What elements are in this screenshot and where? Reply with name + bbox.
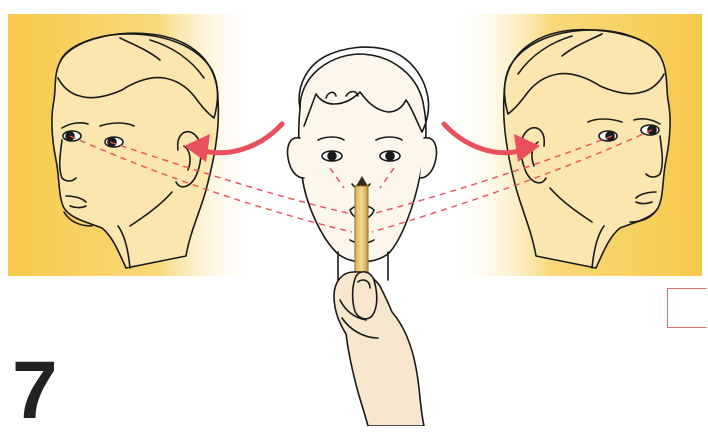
step-number: 7: [12, 358, 58, 424]
hand-holding-pencil: [334, 272, 424, 426]
pencil: [355, 176, 368, 286]
corner-frame: [667, 288, 707, 328]
head-proportion-diagram: [0, 0, 708, 426]
